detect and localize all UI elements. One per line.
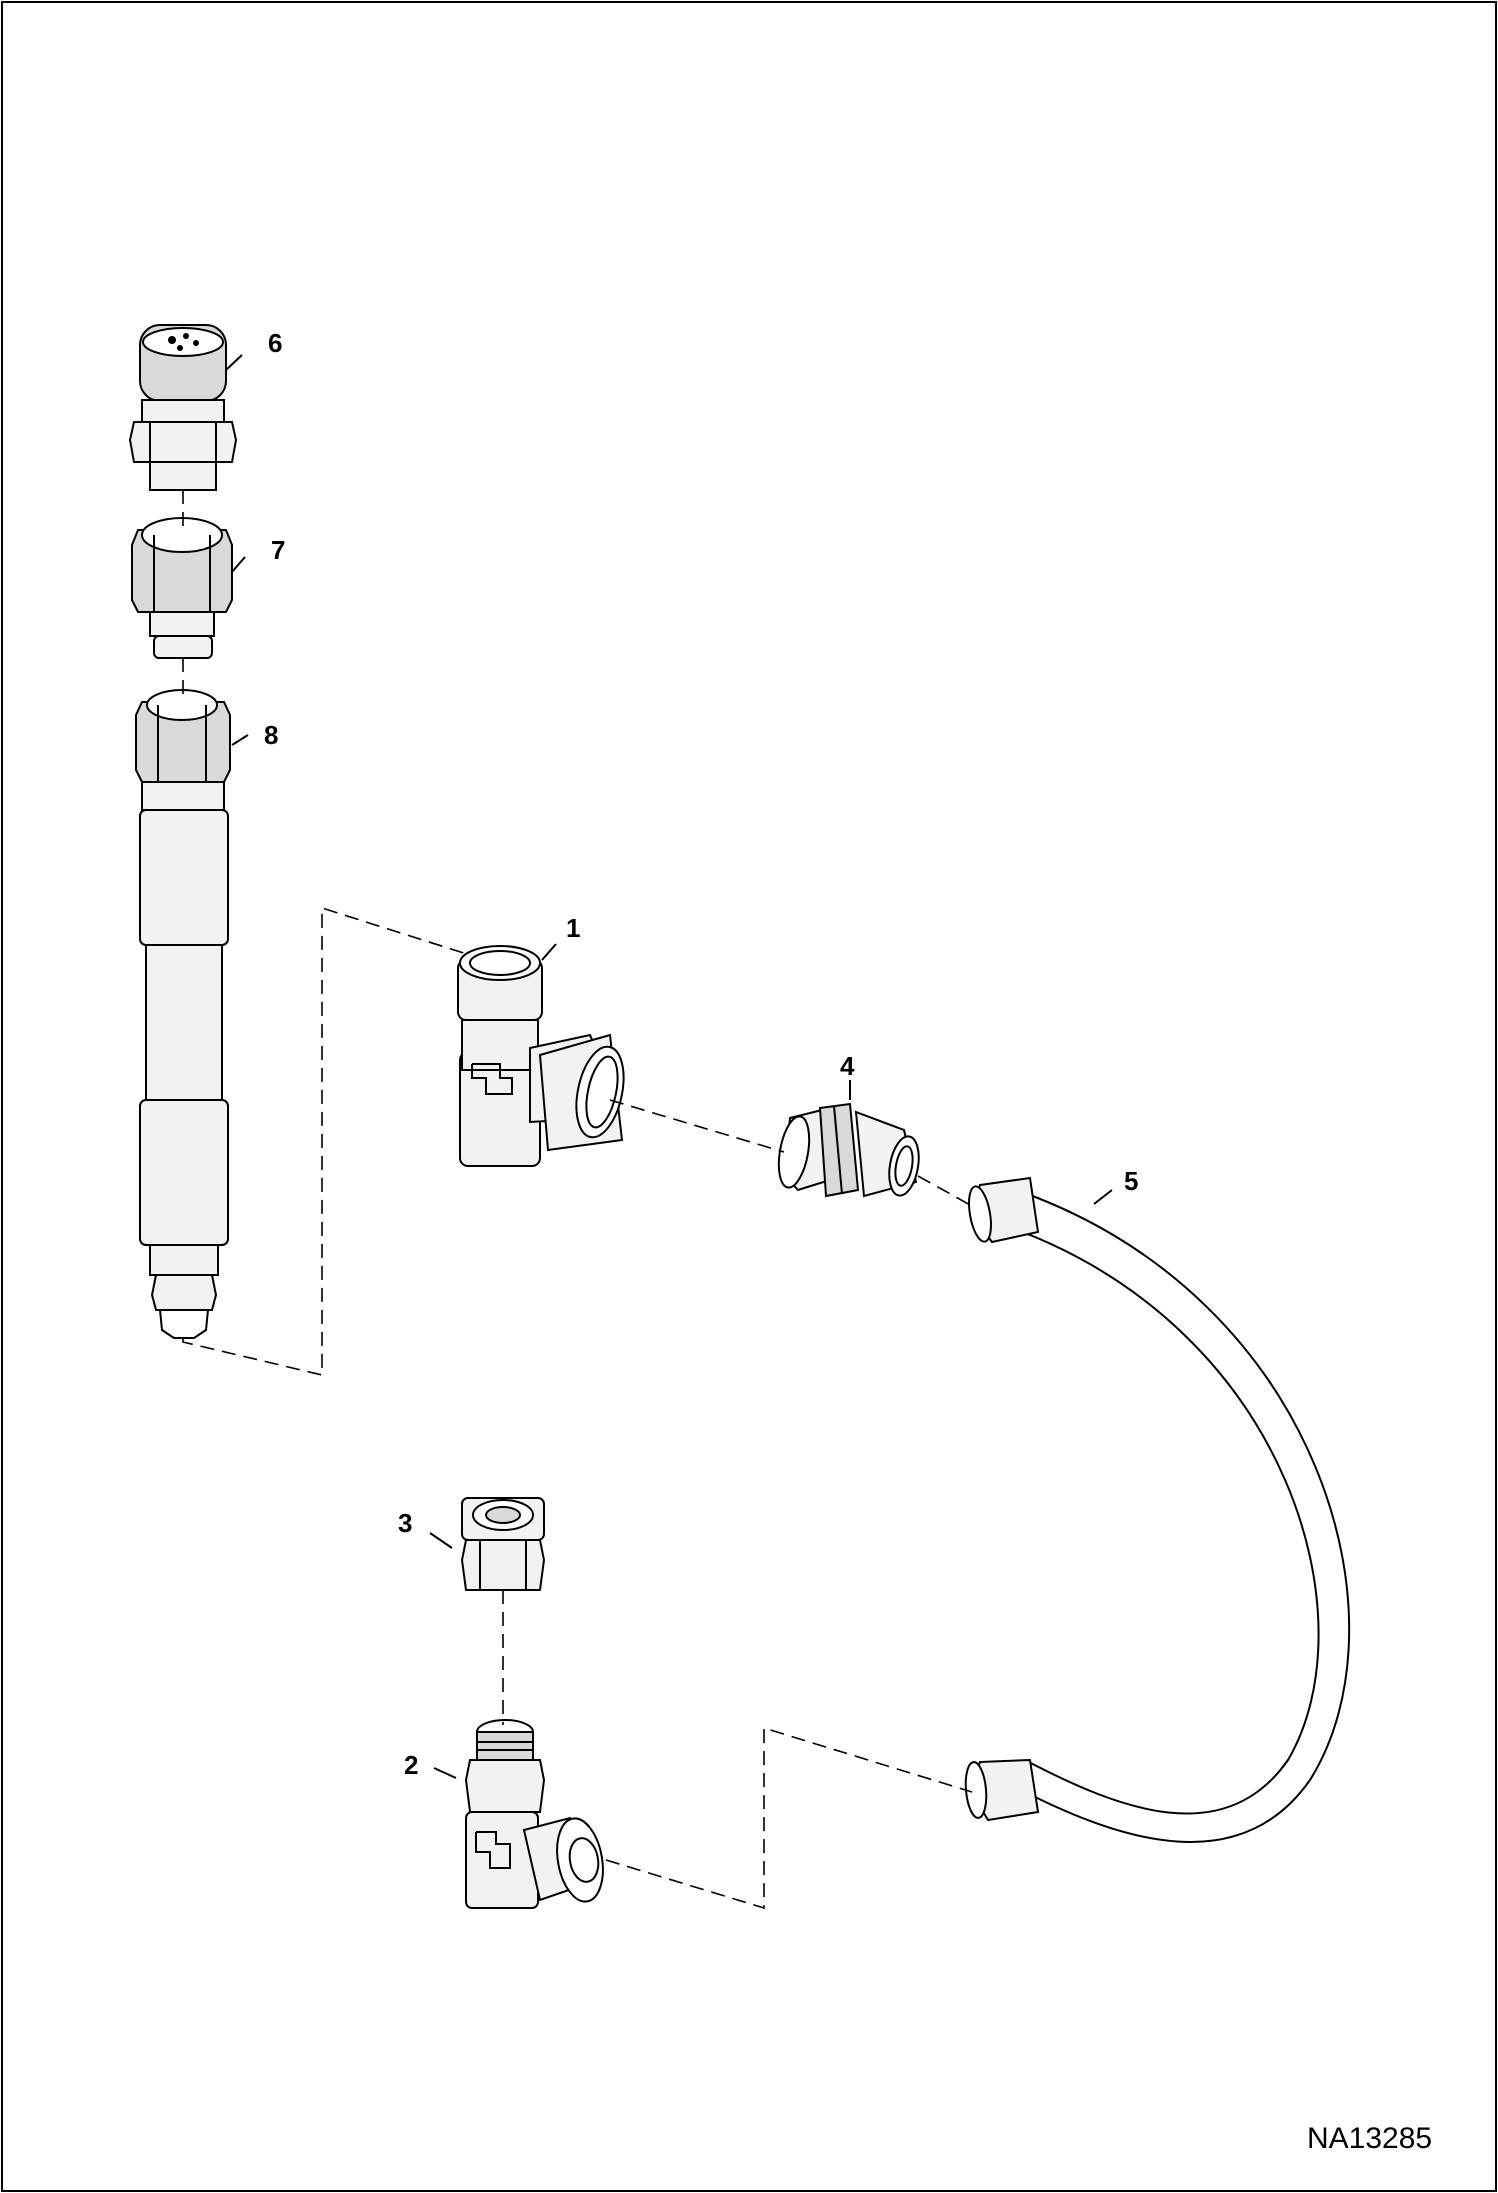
- callout-6: 6: [268, 328, 282, 358]
- callout-3: 3: [398, 1508, 412, 1538]
- callout-7: 7: [271, 535, 285, 565]
- part-1-tee: [457, 943, 625, 1167]
- callout-2: 2: [404, 1750, 418, 1780]
- callout-5: 5: [1124, 1166, 1138, 1196]
- callout-8: 8: [264, 720, 278, 750]
- part-8-hose-assembly: [135, 689, 249, 1339]
- part-2-elbow: [433, 1719, 604, 1909]
- figure-id: NA13285: [1307, 2122, 1432, 2155]
- part-7-adapter: [131, 517, 246, 659]
- callout-4: 4: [840, 1051, 855, 1081]
- part-3-nut: [429, 1497, 546, 1591]
- part-5-hose: [964, 1176, 1351, 1843]
- callout-1: 1: [566, 913, 580, 943]
- part-6-coupler-cap: [128, 324, 243, 491]
- assembly-lines: [182, 490, 973, 1910]
- part-4-adapter-fitting: [777, 1080, 920, 1198]
